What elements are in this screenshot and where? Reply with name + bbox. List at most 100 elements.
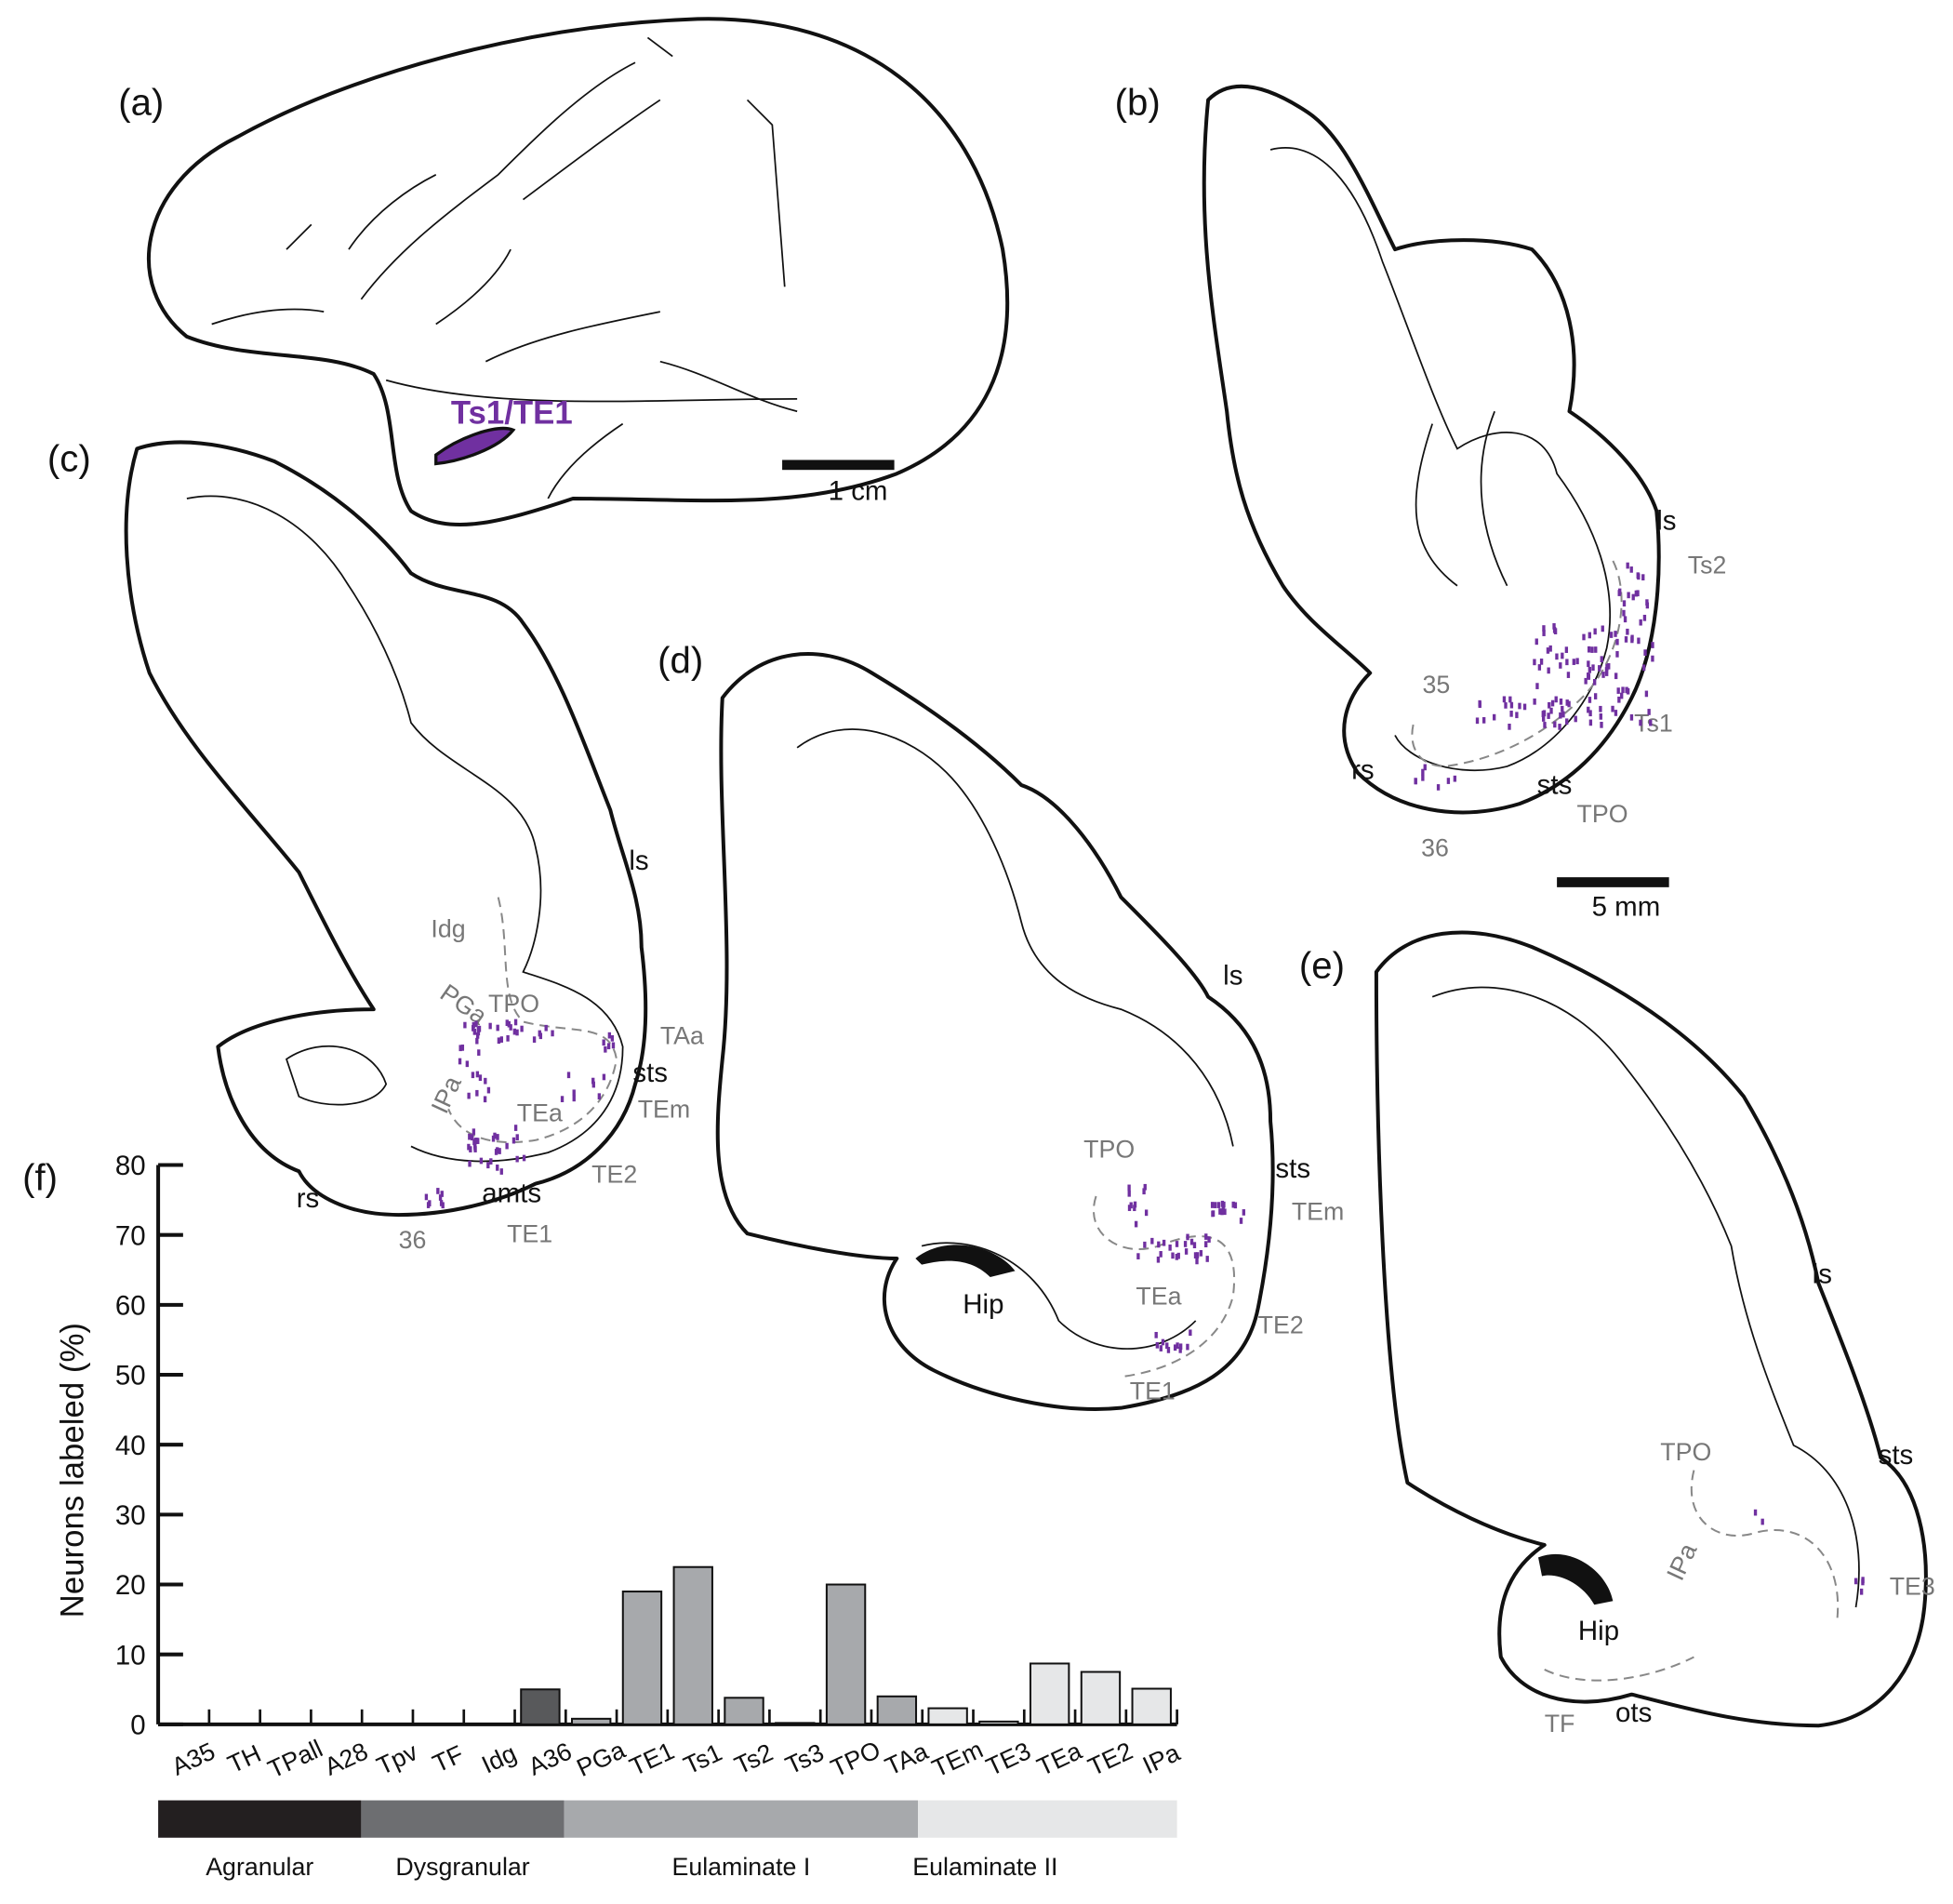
cortical-type-label: Agranular: [206, 1853, 313, 1881]
panel-label-d: (d): [658, 640, 703, 682]
y-tick-label: 30: [115, 1500, 146, 1531]
neuron-mark: [439, 1200, 444, 1206]
panel-b: (b) ls Ts2 35 Ts1 rs sts TPO 36 5 mm: [1115, 82, 1727, 923]
neuron-mark: [506, 1034, 510, 1042]
neuron-mark: [465, 1060, 470, 1068]
neuron-mark: [560, 1096, 565, 1102]
neuron-mark: [478, 1074, 483, 1082]
neuron-mark: [1642, 614, 1647, 621]
neuron-mark: [1542, 630, 1546, 636]
neuron-mark: [1588, 632, 1591, 639]
neuron-mark: [1193, 1252, 1198, 1258]
neuron-mark: [1231, 1201, 1235, 1208]
neuron-mark: [1605, 670, 1609, 676]
neuron-mark: [1616, 687, 1620, 694]
neuron-mark: [1144, 1209, 1149, 1217]
neuron-mark: [1575, 658, 1579, 665]
cortical-type-label: Eulaminate II: [912, 1853, 1057, 1881]
neuron-mark: [1753, 1509, 1758, 1516]
neuron-mark: [1641, 574, 1645, 580]
neuron-mark: [1509, 710, 1513, 717]
neuron-mark: [496, 1134, 499, 1140]
neuron-mark: [1572, 659, 1576, 665]
neuron-mark: [1639, 719, 1642, 726]
neuron-mark: [1614, 672, 1618, 680]
neuron-mark: [475, 1089, 479, 1097]
neuron-mark: [1543, 722, 1547, 728]
cortical-type-band: [918, 1800, 1177, 1838]
neuron-mark: [1155, 1341, 1160, 1349]
neuron-mark: [1166, 1347, 1171, 1353]
neuron-mark: [1189, 1329, 1192, 1337]
neuron-mark: [488, 1022, 492, 1030]
neuron-mark: [1636, 590, 1640, 597]
neuron-mark: [1552, 623, 1556, 630]
neuron-mark: [1161, 1338, 1165, 1346]
neuron-mark: [1559, 662, 1562, 669]
neuron-mark: [496, 1165, 499, 1171]
neuron-mark: [1629, 566, 1633, 573]
neuron-mark: [507, 1020, 511, 1028]
label-hip: Hip: [1578, 1616, 1619, 1646]
neuron-mark: [1173, 1344, 1177, 1351]
neuron-mark: [476, 1032, 480, 1039]
neuron-mark: [1207, 1236, 1211, 1243]
neuron-mark: [1183, 1241, 1188, 1247]
panel-c: (c) ls Idg TPO PGa TAa sts IPa TEa TEm T…: [47, 438, 704, 1255]
neuron-mark: [520, 1025, 524, 1032]
neuron-mark: [1626, 562, 1629, 569]
neuron-mark: [1492, 713, 1496, 721]
neuron-mark: [1478, 701, 1481, 709]
neuron-mark: [1629, 713, 1634, 721]
neuron-mark: [1594, 646, 1598, 653]
neuron-mark: [1508, 724, 1511, 730]
bar-TE3: [978, 1720, 1019, 1725]
section-e-outline: [1374, 930, 1928, 1728]
neuron-mark: [1645, 599, 1649, 606]
neuron-mark: [1588, 697, 1592, 703]
neuron-mark: [1534, 638, 1538, 646]
neuron-mark: [1242, 1209, 1246, 1216]
neuron-mark: [1623, 616, 1628, 623]
neuron-mark: [591, 1081, 595, 1088]
neuron-mark: [489, 1158, 493, 1165]
bar-IPa: [1131, 1687, 1172, 1725]
neuron-mark: [1553, 721, 1557, 728]
neuron-mark: [1541, 715, 1546, 722]
x-tick-label: Ts2: [730, 1738, 777, 1780]
y-tick-label: 40: [115, 1431, 146, 1461]
neuron-mark: [1436, 784, 1441, 791]
neuron-mark: [597, 1093, 602, 1100]
x-tick-label: A35: [167, 1737, 219, 1780]
neuron-mark: [1168, 1244, 1172, 1251]
x-tick-label: TAa: [881, 1737, 932, 1780]
neuron-mark: [469, 1146, 472, 1152]
neuron-mark: [512, 1137, 516, 1144]
neuron-mark: [440, 1191, 444, 1197]
neuron-mark: [475, 1037, 479, 1045]
neuron-mark: [1760, 1518, 1764, 1525]
label-taa: TAa: [660, 1022, 704, 1050]
neuron-mark: [1547, 712, 1550, 719]
neuron-mark: [1176, 1342, 1179, 1350]
neuron-mark: [1143, 1241, 1147, 1248]
neuron-mark: [1631, 593, 1635, 601]
neuron-mark: [1134, 1220, 1138, 1228]
neuron-mark: [424, 1193, 429, 1201]
neuron-mark: [1627, 592, 1630, 599]
bar-A36: [520, 1688, 561, 1725]
neuron-mark: [1178, 1343, 1183, 1351]
label-36: 36: [1421, 833, 1449, 861]
neuron-mark: [1547, 667, 1550, 674]
x-tick-label: TPO: [827, 1736, 885, 1782]
neuron-mark: [1615, 651, 1619, 658]
cortical-type-label: Dysgranular: [395, 1853, 529, 1881]
y-tick-label: 70: [115, 1220, 146, 1251]
panel-d: (d) ls TPO sts TEm Hip TEa TE2 TE1: [658, 640, 1344, 1411]
neuron-mark: [1548, 645, 1552, 652]
neuron-mark: [477, 1049, 481, 1056]
neuron-mark: [512, 1028, 517, 1035]
neuron-mark: [1621, 686, 1625, 694]
y-axis-label: Neurons labeled (%): [55, 1323, 91, 1618]
neuron-mark: [1165, 1342, 1169, 1350]
